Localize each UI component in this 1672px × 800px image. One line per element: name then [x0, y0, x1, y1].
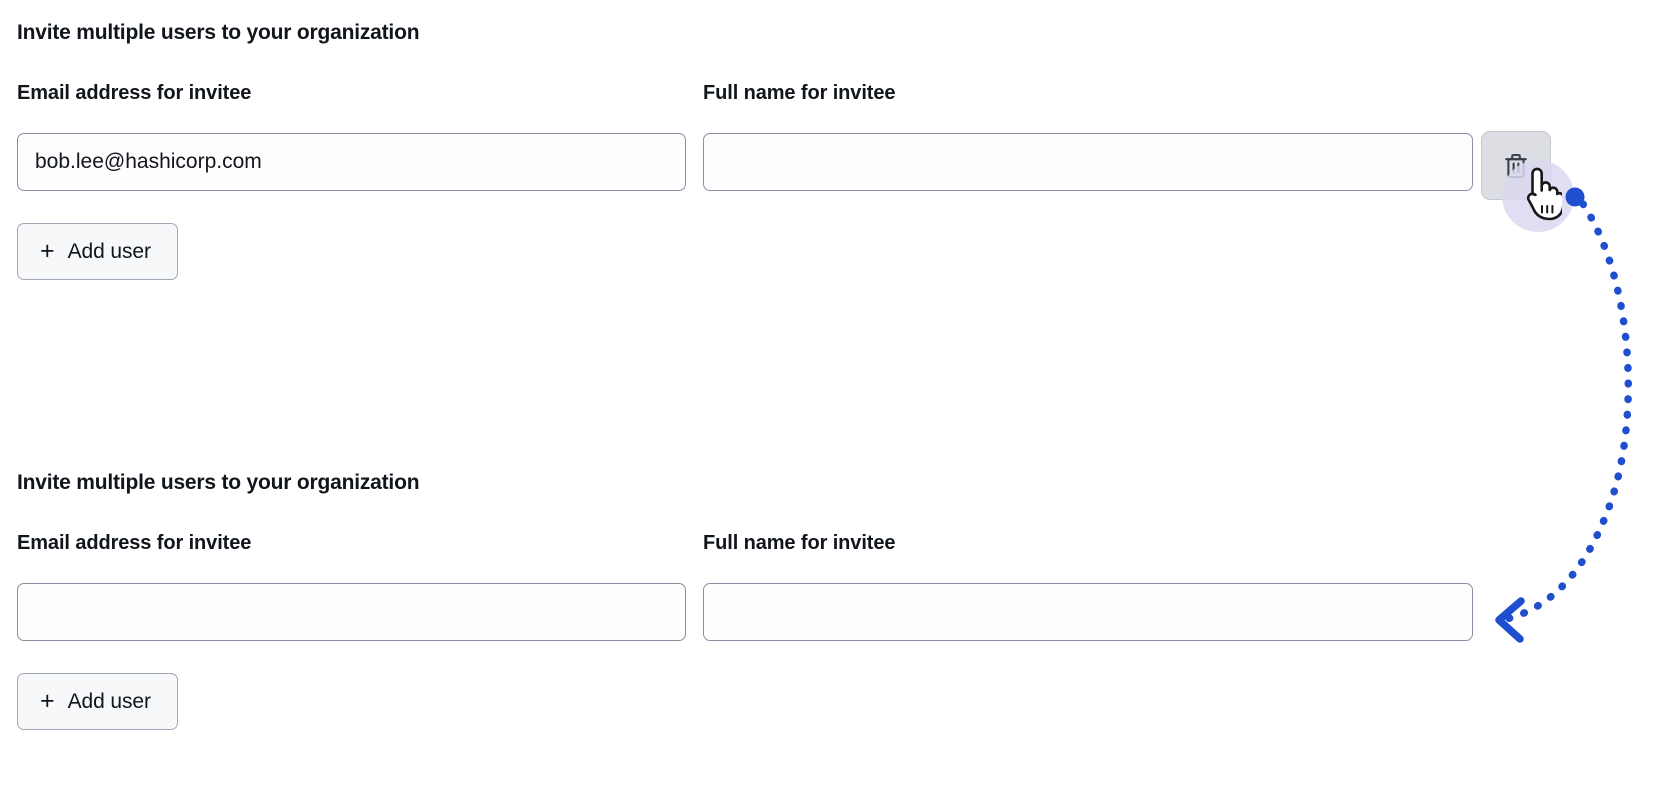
- email-field-label: Email address for invitee: [17, 82, 252, 104]
- remove-user-button[interactable]: [1481, 131, 1551, 200]
- name-field-label: Full name for invitee: [703, 82, 896, 104]
- full-name-input[interactable]: [703, 133, 1473, 191]
- full-name-input-secondary[interactable]: [703, 583, 1473, 641]
- add-user-button-secondary[interactable]: + Add user: [17, 673, 178, 730]
- arrow-dotted-path: [1498, 200, 1632, 624]
- email-input-secondary[interactable]: [17, 583, 686, 641]
- page-title-secondary: Invite multiple users to your organizati…: [17, 471, 420, 494]
- trash-icon: [1503, 152, 1529, 180]
- email-field-label-secondary: Email address for invitee: [17, 532, 252, 554]
- arrow-head: [1495, 597, 1525, 643]
- email-input[interactable]: [17, 133, 686, 191]
- add-user-label: Add user: [67, 239, 151, 263]
- name-field-label-secondary: Full name for invitee: [703, 532, 896, 554]
- page-title: Invite multiple users to your organizati…: [17, 21, 420, 44]
- arrow-start-dot: [1565, 187, 1585, 207]
- plus-icon-secondary: +: [40, 687, 55, 715]
- add-user-label-secondary: Add user: [67, 689, 151, 713]
- add-user-button[interactable]: + Add user: [17, 223, 178, 280]
- plus-icon: +: [40, 237, 55, 265]
